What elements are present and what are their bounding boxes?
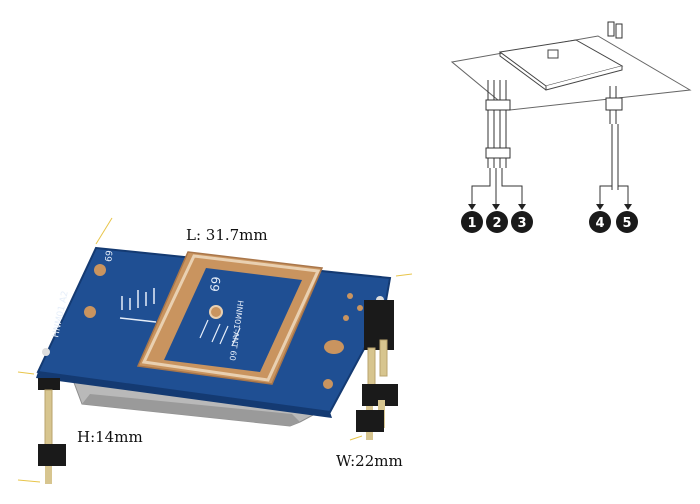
silkscreen-marks	[119, 288, 157, 323]
antenna-inner	[164, 268, 302, 372]
copper-pad	[42, 348, 50, 356]
diagram-module-center	[547, 49, 559, 59]
metal-shield-shade	[82, 394, 300, 426]
pcb-edge	[36, 372, 332, 418]
diagram-leaders	[471, 168, 629, 206]
board-corner-code: 69	[102, 250, 113, 263]
circle-number-icon: 4	[589, 211, 611, 233]
copper-pad	[343, 315, 349, 321]
copper-pad	[324, 340, 344, 354]
pin-right-group	[356, 300, 398, 440]
diagram-pins-right	[605, 86, 623, 190]
pin-left	[38, 378, 66, 484]
diagram-pins-left	[485, 80, 511, 168]
pin-number-5: 5	[622, 216, 631, 231]
antenna-code-text: 69	[207, 276, 223, 293]
pin-number-4: 4	[595, 216, 604, 231]
copper-pad	[84, 306, 96, 318]
length-dimension-label: L: 31.7mm	[186, 226, 268, 244]
pin-number-3: 3	[517, 216, 526, 231]
circle-number-icon: 2	[486, 211, 508, 233]
circle-number-icon: 3	[511, 211, 533, 233]
copper-pad	[94, 264, 106, 276]
arrow-down-icon	[468, 204, 632, 210]
antenna-silkscreen	[199, 319, 241, 347]
pinout-diagram	[450, 21, 692, 210]
radar-module: HNM01 A2 69 HNM01-ANT 60 69	[17, 217, 413, 484]
height-dimension-label: H:14mm	[77, 428, 143, 446]
pin-number-2: 2	[492, 216, 501, 231]
copper-pad	[323, 379, 333, 389]
pin-number-markers: 1 2 3 4 5	[461, 211, 638, 233]
antenna-patch-border	[141, 254, 321, 382]
pin-number-1: 1	[467, 216, 476, 231]
copper-pad	[357, 305, 363, 311]
diagram-pins-top	[607, 21, 623, 39]
antenna-center-hole	[209, 305, 223, 319]
width-dimension-label: W:22mm	[336, 452, 403, 470]
dimension-guides	[17, 217, 413, 483]
circle-number-icon: 1	[461, 211, 483, 233]
circle-number-icon: 5	[616, 211, 638, 233]
copper-pad	[347, 293, 353, 299]
